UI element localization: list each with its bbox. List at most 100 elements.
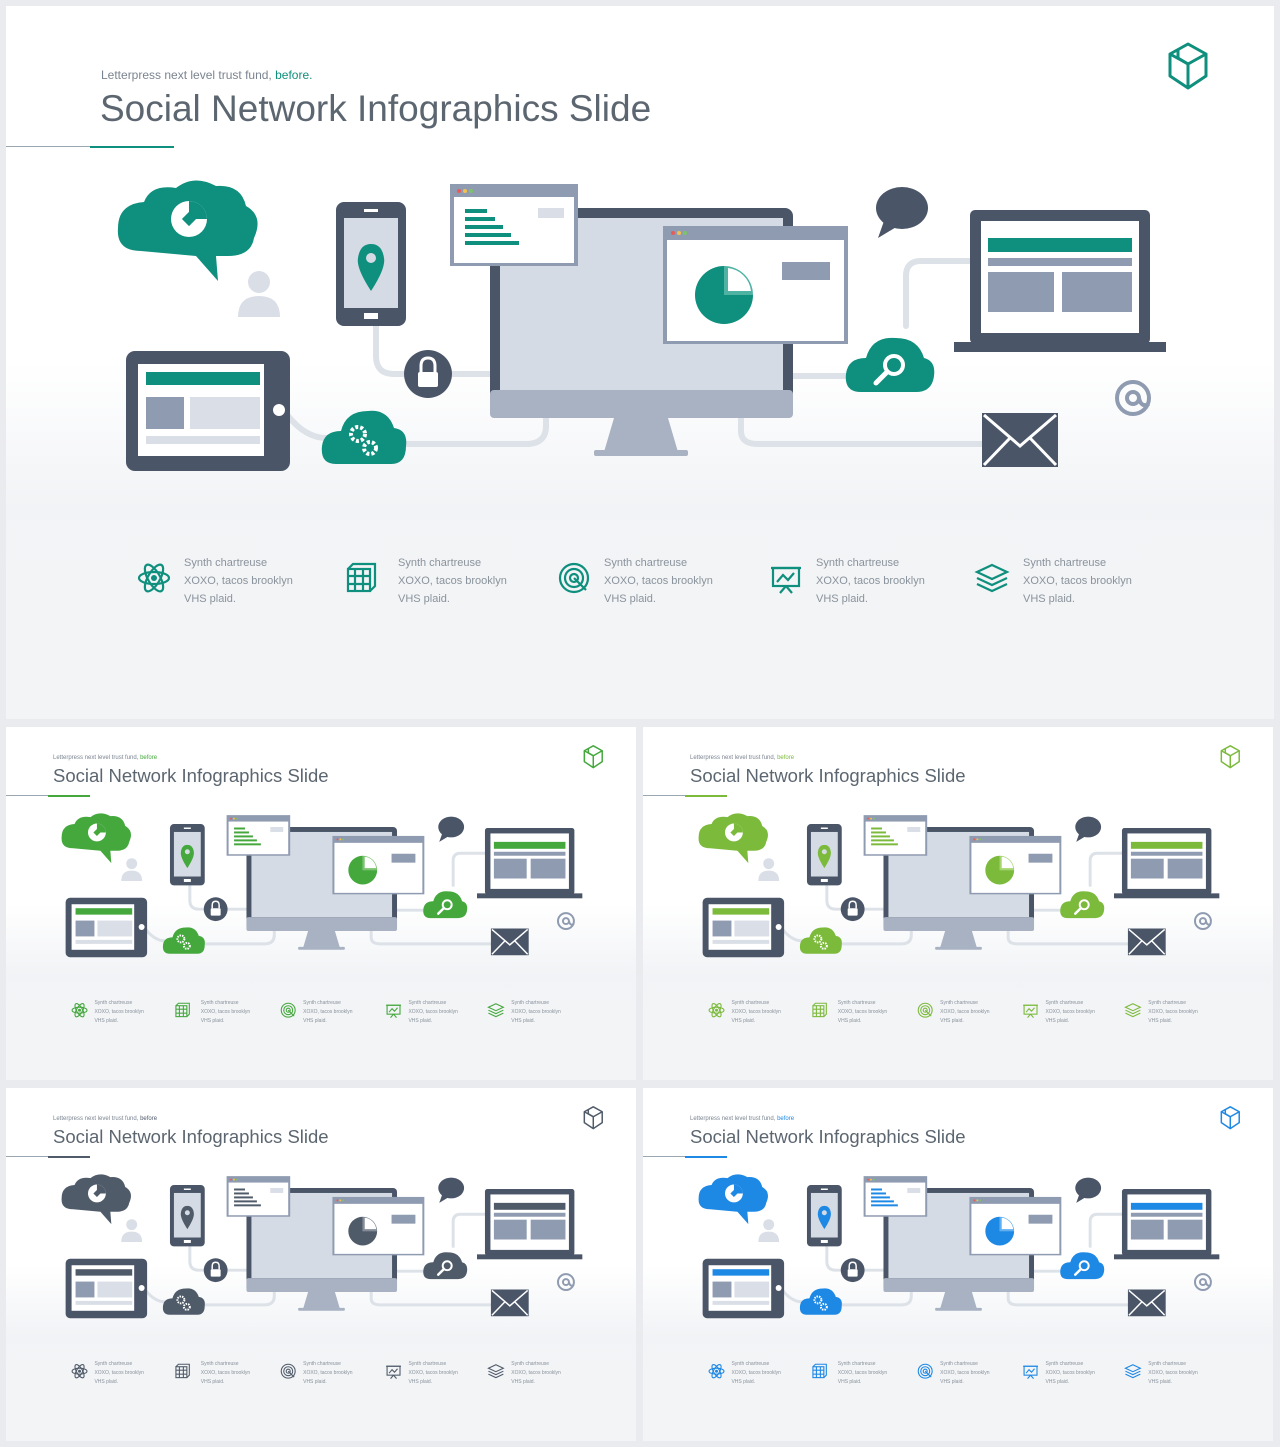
slide-title: Social Network Infographics Slide — [690, 1126, 966, 1147]
thumbnail-green[interactable]: Letterpress next level trust fund, befor… — [6, 727, 636, 1080]
thumbnail-blue[interactable]: Letterpress next level trust fund, befor… — [643, 1088, 1273, 1441]
speech-bubble-icon — [1075, 1177, 1102, 1203]
feature-line1: Synth chartreuse — [200, 1361, 239, 1368]
thumbnail-lime[interactable]: Letterpress next level trust fund, befor… — [643, 727, 1273, 1080]
feature-line1: Synth chartreuse — [1023, 557, 1107, 569]
browser-window-bars — [226, 1176, 291, 1217]
atom-icon — [137, 563, 171, 593]
search-cloud-icon — [1060, 1252, 1105, 1280]
feature-line2: XOXO, tacos brooklyn — [94, 1009, 144, 1016]
feature-line2: XOXO, tacos brooklyn — [1148, 1009, 1198, 1016]
tablet-icon — [702, 897, 785, 958]
slide-tagline: Letterpress next level trust fund, befor… — [690, 1116, 795, 1122]
feature-line1: Synth chartreuse — [837, 1000, 876, 1007]
slide-tagline: Letterpress next level trust fund, befor… — [53, 1116, 158, 1122]
lock-icon — [404, 350, 452, 398]
feature-line3: VHS plaid. — [200, 1379, 225, 1386]
feature-line3: VHS plaid. — [1045, 1018, 1070, 1025]
feature-line1: Synth chartreuse — [184, 557, 268, 569]
envelope-icon — [1127, 928, 1166, 956]
feature-line2: XOXO, tacos brooklyn — [303, 1370, 353, 1377]
feature-line2: XOXO, tacos brooklyn — [1148, 1370, 1198, 1377]
connection-lines — [144, 1212, 496, 1307]
connection-lines — [781, 851, 1133, 946]
laptop-icon — [477, 827, 583, 899]
smartphone-icon — [169, 824, 205, 886]
feature-line1: Synth chartreuse — [408, 1361, 447, 1368]
feature-line2: XOXO, tacos brooklyn — [731, 1009, 781, 1016]
tablet-icon — [65, 1258, 148, 1319]
feature-line2: XOXO, tacos brooklyn — [184, 575, 293, 587]
presentation-board-icon — [386, 1365, 401, 1379]
presentation-board-icon — [771, 566, 801, 594]
slide-title: Social Network Infographics Slide — [690, 765, 966, 786]
feature-line1: Synth chartreuse — [408, 1000, 447, 1007]
gear-cloud-icon — [321, 410, 407, 464]
feature-line2: XOXO, tacos brooklyn — [408, 1009, 458, 1016]
gear-cloud-icon — [162, 927, 205, 954]
browser-window-pie — [332, 835, 425, 895]
chat-cloud-icon — [698, 1174, 768, 1225]
feature-line1: Synth chartreuse — [1148, 1000, 1187, 1007]
user-icon — [758, 858, 780, 881]
layers-icon — [487, 1364, 505, 1379]
chat-cloud-icon — [61, 813, 131, 864]
target-icon — [558, 562, 590, 594]
feature-line2: XOXO, tacos brooklyn — [94, 1370, 144, 1377]
feature-line1: Synth chartreuse — [940, 1361, 978, 1368]
slide-title: Social Network Infographics Slide — [53, 765, 329, 786]
atom-icon — [71, 1003, 88, 1018]
layers-icon — [1124, 1364, 1142, 1379]
lock-icon — [840, 897, 865, 922]
browser-window-pie — [969, 835, 1062, 895]
envelope-icon — [490, 928, 529, 956]
lock-icon — [203, 1258, 228, 1283]
cube-logo-icon — [1220, 745, 1240, 769]
slide-title: Social Network Infographics Slide — [100, 88, 652, 129]
tagline-accent: before. — [275, 68, 313, 82]
gear-cloud-icon — [799, 1288, 842, 1315]
title-underline — [643, 1156, 727, 1158]
connection-lines — [781, 1212, 1133, 1307]
feature-line2: XOXO, tacos brooklyn — [1045, 1370, 1095, 1377]
target-icon — [280, 1002, 296, 1018]
search-cloud-icon — [423, 1252, 468, 1280]
feature-line3: VHS plaid. — [200, 1018, 225, 1025]
feature-line1: Synth chartreuse — [604, 557, 688, 569]
laptop-icon — [1114, 827, 1220, 899]
feature-line3: VHS plaid. — [511, 1379, 535, 1386]
envelope-icon — [490, 1289, 529, 1317]
laptop-icon — [1114, 1188, 1220, 1260]
feature-line1: Synth chartreuse — [816, 557, 900, 569]
feature-line2: XOXO, tacos brooklyn — [511, 1370, 561, 1377]
grid-cube-icon — [346, 562, 377, 593]
slide-title: Social Network Infographics Slide — [53, 1126, 329, 1147]
grid-cube-icon — [812, 1002, 827, 1018]
browser-window-pie — [663, 226, 848, 344]
feature-line1: Synth chartreuse — [200, 1000, 239, 1007]
feature-line1: Synth chartreuse — [1045, 1000, 1084, 1007]
feature-line3: VHS plaid. — [604, 593, 656, 605]
feature-line2: XOXO, tacos brooklyn — [940, 1370, 990, 1377]
browser-window-pie — [332, 1196, 425, 1256]
browser-window-bars — [450, 184, 578, 266]
feature-line2: XOXO, tacos brooklyn — [816, 575, 925, 587]
feature-line2: XOXO, tacos brooklyn — [1023, 575, 1132, 587]
user-icon — [121, 1219, 143, 1242]
speech-bubble-icon — [1075, 816, 1102, 842]
atom-icon — [708, 1364, 725, 1379]
thumbnail-slate[interactable]: Letterpress next level trust fund, befor… — [6, 1088, 636, 1441]
title-underline — [6, 146, 174, 148]
cube-logo-icon — [583, 745, 603, 769]
feature-line2: XOXO, tacos brooklyn — [604, 575, 713, 587]
